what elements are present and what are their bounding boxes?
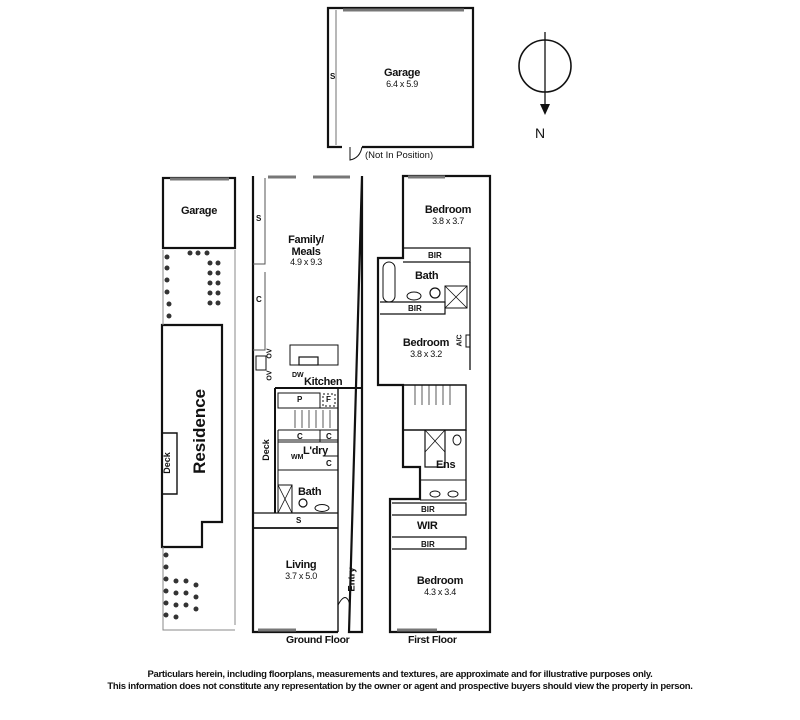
- oven-label-2: OV: [266, 370, 274, 381]
- bir-label-4: BIR: [421, 540, 435, 549]
- bir-label-1: BIR: [428, 251, 442, 260]
- laundry-label: L'dry: [303, 445, 328, 458]
- residence-label: Residence: [190, 388, 210, 474]
- room-name: Garage: [180, 205, 218, 217]
- ground-floor-walls: [251, 175, 364, 634]
- ensuite-label: Ens: [436, 459, 456, 472]
- remote-garage-label: Garage 6.4 x 5.9: [372, 67, 432, 89]
- room-name: L'dry: [303, 445, 328, 457]
- room-dims: 3.8 x 3.7: [432, 215, 464, 226]
- room-name: Living: [285, 559, 317, 571]
- room-name: Bedroom: [402, 337, 450, 349]
- bir-label-2: BIR: [408, 304, 422, 313]
- room-name: Bedroom: [416, 575, 464, 587]
- disclaimer-line-2: This information does not constitute any…: [107, 681, 693, 692]
- room-name: Family/: [288, 234, 324, 246]
- dishwasher-label: DW: [292, 372, 304, 379]
- cupboard-label-2: C: [297, 432, 303, 441]
- remote-garage-walls: [326, 6, 475, 149]
- room-dims: 6.4 x 5.9: [386, 78, 418, 89]
- entry-label: Entry: [346, 567, 358, 592]
- ac-label: A/C: [456, 334, 464, 347]
- room-name: Bath: [415, 270, 439, 282]
- washing-machine-label: WM: [291, 454, 304, 461]
- not-in-position-note: (Not In Position): [365, 150, 434, 161]
- room-name: Bedroom: [424, 204, 472, 216]
- bedroom1-label: Bedroom 3.8 x 3.7: [420, 204, 476, 226]
- bedroom2-label: Bedroom 3.8 x 3.2: [398, 337, 454, 359]
- room-dims: 3.7 x 5.0: [285, 570, 317, 581]
- disclaimer-line-1: Particulars herein, including floorplans…: [147, 669, 653, 680]
- room-name: Bath: [298, 486, 322, 498]
- cupboard-label: C: [256, 295, 262, 304]
- neighbour-garage-label: Garage: [171, 205, 227, 218]
- room-name: Meals: [291, 245, 321, 258]
- first-floor-walls: [376, 174, 492, 634]
- storage-label: S: [256, 214, 262, 223]
- fridge-label: F: [326, 395, 331, 404]
- store-label: S: [330, 72, 336, 81]
- disclaimer: Particulars herein, including floorplans…: [0, 669, 800, 693]
- cupboard-label-3: C: [326, 432, 332, 441]
- room-name: Kitchen: [304, 376, 343, 388]
- ground-floor-title: Ground Floor: [286, 634, 350, 646]
- oven-label: OV: [266, 348, 274, 359]
- bedroom3-label: Bedroom 4.3 x 3.4: [412, 575, 468, 597]
- room-dims: 3.8 x 3.2: [410, 348, 442, 359]
- room-name: Ens: [436, 459, 456, 471]
- upper-bath-label: Bath: [415, 270, 439, 283]
- store-label-2: S: [296, 516, 302, 525]
- room-name: WIR: [417, 520, 438, 532]
- wir-label: WIR: [417, 520, 438, 533]
- room-dims: 4.3 x 3.4: [424, 586, 456, 597]
- neighbour-deck-label: Deck: [161, 452, 172, 474]
- room-dims: 4.9 x 9.3: [290, 257, 322, 268]
- pantry-label: P: [297, 395, 303, 404]
- living-label: Living 3.7 x 5.0: [276, 559, 326, 581]
- bir-label-3: BIR: [421, 505, 435, 514]
- deck-label: Deck: [260, 439, 271, 461]
- north-label: N: [535, 125, 546, 141]
- room-name: Garage: [383, 67, 421, 79]
- cupboard-label-4: C: [326, 459, 332, 468]
- family-meals-label: Family/ Meals 4.9 x 9.3: [276, 234, 336, 268]
- ground-bath-label: Bath: [298, 486, 322, 499]
- first-floor-title: First Floor: [408, 634, 457, 646]
- kitchen-label: Kitchen: [304, 376, 343, 389]
